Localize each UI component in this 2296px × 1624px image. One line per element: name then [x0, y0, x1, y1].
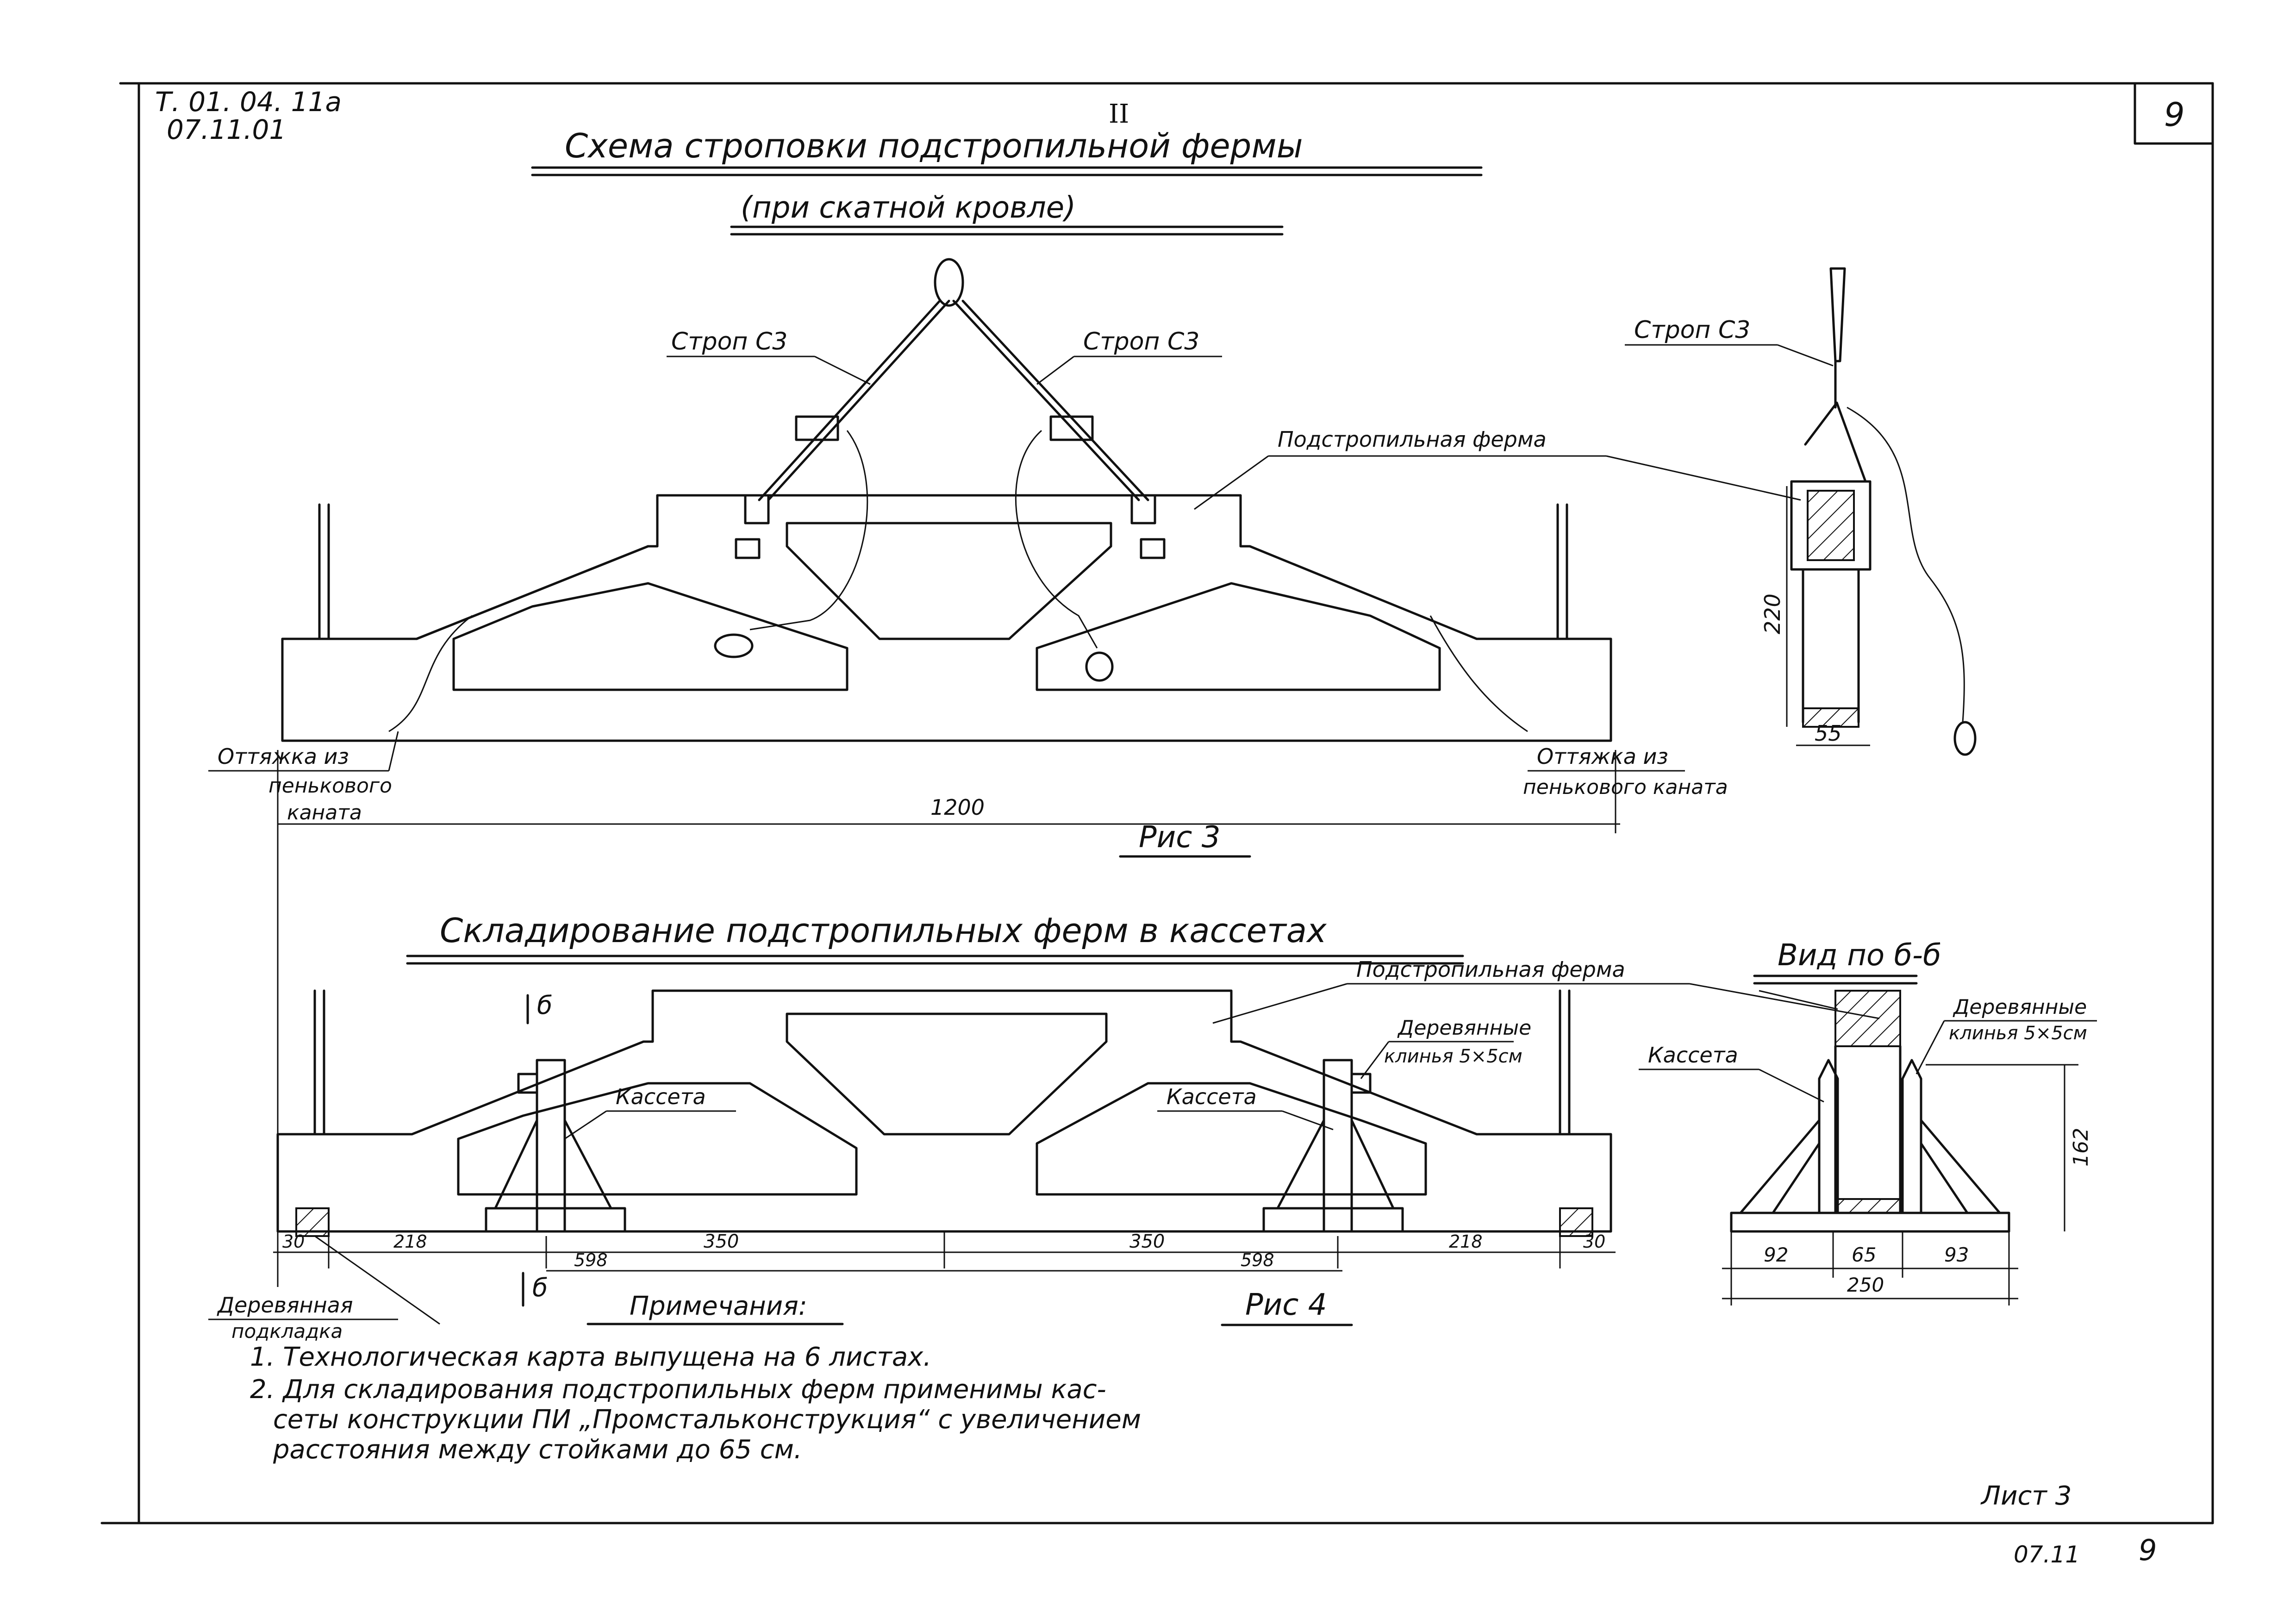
fig4-caption: Рис 4 — [1245, 1288, 1327, 1322]
view-dim-total: 250 — [1847, 1274, 1884, 1296]
fig3-slings — [714, 258, 1166, 682]
view-wedges-label-2: клинья 5×5см — [1949, 1023, 2087, 1044]
fig4-support-right — [1559, 1207, 1593, 1237]
fig4-cassette-left-label: Кассета — [616, 1084, 706, 1109]
note-2: 2. Для складирования подстропильных ферм… — [250, 1374, 1106, 1405]
fig3-sling-right-label: Строп С3 — [1083, 328, 1199, 356]
fig3-side-view — [1786, 267, 1977, 756]
support-label-2: подкладка — [231, 1320, 343, 1343]
fig3-guy-left-2: пенькового — [268, 774, 392, 798]
fig4-dim-350-left: 350 — [704, 1231, 739, 1252]
top-number: II — [1109, 99, 1129, 129]
section-mark-top: б — [537, 991, 552, 1020]
view-dim-65: 65 — [1852, 1243, 1876, 1266]
view-cassette-label: Кассета — [1648, 1043, 1738, 1068]
fig3-guy-left-3: каната — [287, 801, 362, 824]
title-main: Схема строповки подстропильной фермы — [565, 126, 1303, 165]
view-dimensions — [1722, 1064, 2078, 1305]
fig4-cassette-left — [485, 1059, 626, 1233]
fig4-dim-350-right: 350 — [1129, 1231, 1165, 1252]
fig4-dim-598-left: 598 — [574, 1250, 608, 1270]
fig3-side-sling-label: Строп С3 — [1634, 316, 1750, 344]
notes-heading: Примечания: — [630, 1291, 807, 1321]
fig4-dim-218-right: 218 — [1449, 1231, 1483, 1252]
view-title: Вид по б-б — [1778, 938, 1941, 973]
fig4-cassette-right — [1262, 1059, 1404, 1233]
fig4-wedges-label-2: клинья 5×5см — [1384, 1046, 1522, 1067]
fig3-dim-width: 55 — [1815, 721, 1842, 746]
footer-page: 9 — [2139, 1533, 2157, 1567]
doc-code: Т. 01. 04. 11а — [155, 86, 342, 118]
fig3-dim-length: 1200 — [930, 795, 985, 820]
note-1: 1. Технологическая карта выпущена на 6 л… — [250, 1342, 931, 1372]
sheet-frame — [100, 82, 2214, 1524]
title-sub: (при скатной кровле) — [741, 191, 1076, 225]
view-wedges-label-1: Деревянные — [1953, 995, 2087, 1019]
fig4-dim-30-left: 30 — [282, 1231, 305, 1252]
fig4-dim-218-left: 218 — [393, 1231, 427, 1252]
fig3-dim-height: 220 — [1760, 593, 1785, 634]
note-3: сеты конструкции ПИ „Промстальконструкци… — [273, 1405, 1141, 1435]
fig4-truss — [276, 989, 1612, 1233]
fig4-dim-598-right: 598 — [1241, 1250, 1274, 1270]
fig4-dim-30-right: 30 — [1583, 1231, 1605, 1252]
fig4-title: Складирование подстропильных ферм в касс… — [440, 911, 1327, 950]
view-dim-height: 162 — [2069, 1128, 2093, 1167]
fig3-truss — [281, 494, 1612, 742]
note-4: расстояния между стойками до 65 см. — [273, 1435, 802, 1465]
footer-sheet: Лист 3 — [1980, 1481, 2071, 1511]
fig4-cassette-right-label: Кассета — [1167, 1084, 1257, 1109]
fig3-guy-right-2: пенькового каната — [1523, 775, 1728, 799]
fig4-support-left — [295, 1207, 330, 1237]
sheet-box-number: 9 — [2164, 96, 2185, 134]
footer-code: 07.11 — [2014, 1541, 2080, 1568]
fig4-truss-label: Подстропильная ферма — [1356, 957, 1625, 982]
view-dim-92: 92 — [1764, 1243, 1788, 1266]
fig3-guy-left-1: Оттяжка из — [218, 744, 349, 769]
fig4-wedges-label-1: Деревянные — [1397, 1016, 1531, 1040]
doc-date: 07.11.01 — [167, 114, 286, 145]
fig3-caption: Рис 3 — [1139, 820, 1220, 855]
support-label-1: Деревянная — [217, 1293, 353, 1318]
fig4-dimensions — [273, 1231, 1616, 1272]
fig3-sling-left-label: Строп С3 — [671, 328, 787, 356]
view-dim-93: 93 — [1944, 1243, 1969, 1266]
fig3-guy-right-1: Оттяжка из — [1537, 744, 1668, 769]
view-cassette — [1730, 990, 2010, 1233]
section-mark-bottom: б — [532, 1273, 548, 1302]
fig3-truss-label: Подстропильная ферма — [1278, 427, 1547, 452]
